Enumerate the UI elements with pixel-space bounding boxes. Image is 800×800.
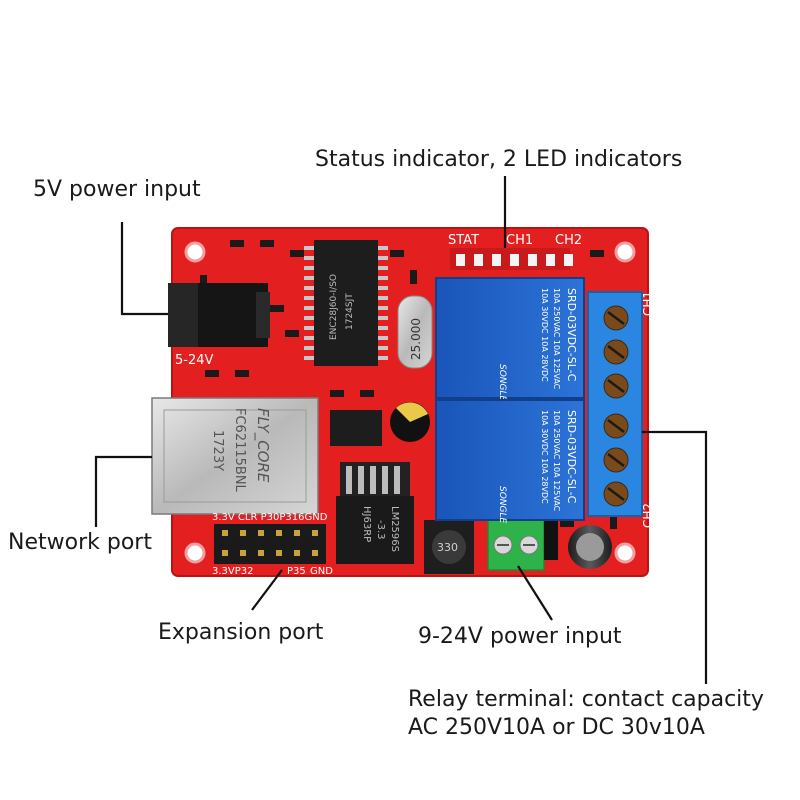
relay-bottom-rating-1: 10A 250VAC 10A 125VAC xyxy=(552,410,561,512)
silk-stat: STAT xyxy=(448,233,479,248)
mounting-holes xyxy=(184,241,636,564)
callout-relay-terminal-line1: Relay terminal: contact capacity xyxy=(408,687,764,712)
relay-screw-terminals xyxy=(587,291,643,517)
crystal-marking: 25.000 xyxy=(409,318,423,360)
silk-header-bottom-left: 3.3VP32 xyxy=(212,566,254,577)
silk-ch2: CH2 xyxy=(555,233,582,248)
status-led-row xyxy=(450,248,573,270)
regulator-marking-3: HJ63RP xyxy=(361,506,372,542)
relay-top: SRD-03VDC-SL-C 10A 250VAC 10A 125VAC 10A… xyxy=(435,277,585,402)
expansion-pin-header xyxy=(214,524,326,564)
relay-top-model: SRD-03VDC-SL-C xyxy=(565,288,578,382)
callout-9-24v-power-input: 9-24V power input xyxy=(418,624,622,649)
chip-marking-2: 1724SJT xyxy=(345,293,355,330)
green-screw-terminal xyxy=(487,519,545,571)
callout-expansion-port: Expansion port xyxy=(158,620,324,645)
silk-side-ch1: CH1 xyxy=(641,291,655,316)
small-capacitor xyxy=(390,402,430,442)
silk-ch1: CH1 xyxy=(506,233,533,248)
callout-network-port: Network port xyxy=(8,530,152,555)
regulator-marking-1: LM2596S xyxy=(389,506,400,552)
callout-relay-terminal-line2: AC 250V10A or DC 30v10A xyxy=(408,714,705,740)
rj45-marking-1: FLY_CORE xyxy=(253,408,272,483)
silk-header-bottom-mid: P35 xyxy=(287,566,306,577)
leader-expansion xyxy=(251,569,283,611)
inductor-marking: 330 xyxy=(437,541,458,554)
large-capacitor xyxy=(568,525,612,569)
ethernet-controller-chip: ENC28J60-I/SO 1724SJT xyxy=(304,240,388,366)
relay-bottom-rating-2: 10A 30VDC 10A 28VDC xyxy=(540,410,549,504)
rj45-ethernet-jack: FLY_CORE FC62115BNL 1723Y xyxy=(151,397,319,515)
small-ic xyxy=(330,410,382,446)
callout-5v-power-input: 5V power input xyxy=(33,177,201,202)
silk-power-range: 5-24V xyxy=(175,353,214,368)
silk-header-top: 3.3V CLR P30P316GND xyxy=(212,512,328,523)
relay-bottom-brand: SONGLE xyxy=(497,486,507,524)
relay-bottom: SRD-03VDC-SL-C 10A 250VAC 10A 125VAC 10A… xyxy=(435,399,585,524)
callout-status-indicator: Status indicator, 2 LED indicators xyxy=(315,147,683,172)
silk-header-bottom-right: GND xyxy=(310,566,333,577)
relay-top-brand: SONGLE xyxy=(497,364,507,402)
leader-9-24v xyxy=(517,565,553,621)
leader-5v xyxy=(120,222,168,316)
chip-marking-1: ENC28J60-I/SO xyxy=(329,274,339,340)
silk-side-ch2: CH2 xyxy=(641,503,655,528)
callout-relay-terminal: Relay terminal: contact capacity AC 250V… xyxy=(408,686,764,741)
relay-top-rating-2: 10A 30VDC 10A 28VDC xyxy=(540,288,549,382)
voltage-regulator: LM2596S -3.3 HJ63RP xyxy=(336,462,414,564)
diode xyxy=(544,520,558,560)
regulator-marking-2: -3.3 xyxy=(375,520,386,540)
callout-lines xyxy=(94,176,708,684)
relay-bottom-model: SRD-03VDC-SL-C xyxy=(565,410,578,504)
crystal-oscillator: 25.000 xyxy=(397,295,433,369)
leader-network xyxy=(94,455,152,527)
relay-top-rating-1: 10A 250VAC 10A 125VAC xyxy=(552,288,561,390)
leader-relay xyxy=(642,430,708,684)
power-inductor: 330 xyxy=(424,520,474,574)
dc-barrel-jack xyxy=(168,283,270,347)
rj45-marking-3: 1723Y xyxy=(210,430,225,471)
rj45-marking-2: FC62115BNL xyxy=(232,408,247,493)
